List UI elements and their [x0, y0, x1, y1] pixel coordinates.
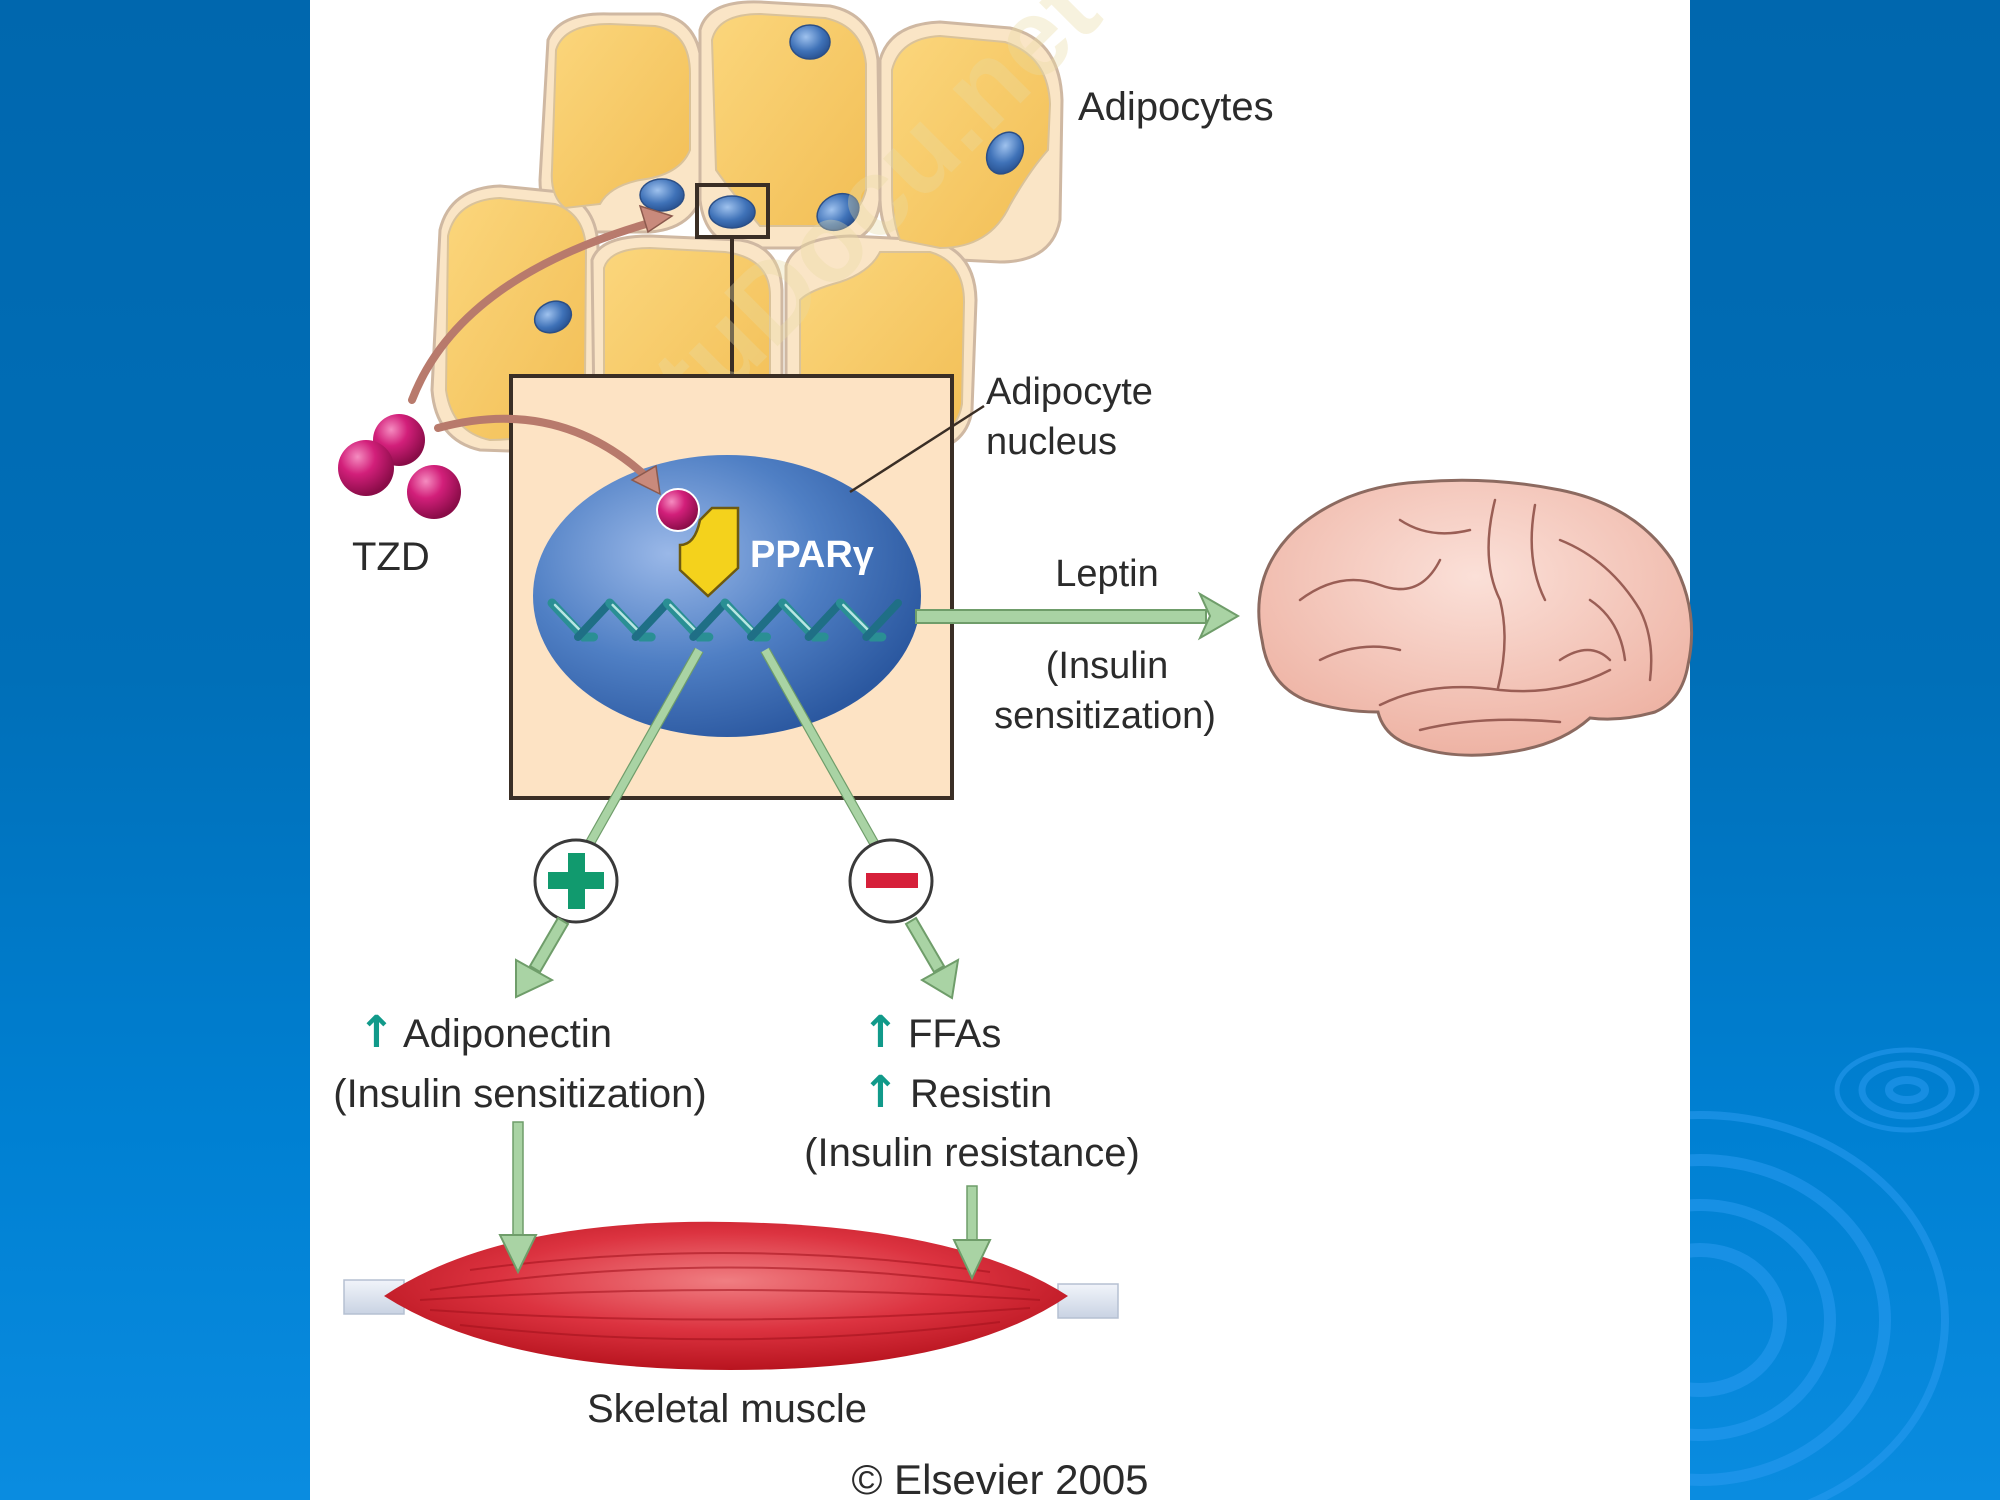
dna-helix-icon: [547, 598, 902, 642]
dna-strand-highlight: [553, 603, 585, 636]
up-arrow-icon: ↑: [862, 1067, 899, 1118]
muscle-arrows: [498, 1121, 992, 1281]
effect-arrows: [515, 916, 960, 1000]
up-arrow-icon: ↑: [358, 1007, 395, 1058]
dna-strand: [804, 599, 845, 641]
positive-effect-icon: [533, 838, 619, 924]
resistin-label: Resistin: [910, 1072, 1052, 1116]
brain-icon: [1257, 478, 1694, 757]
dna-strand: [862, 599, 902, 641]
leptin-arrow: [915, 591, 1240, 641]
leptin-label: Leptin: [1055, 553, 1159, 595]
cell-nucleus: [816, 192, 860, 232]
dna-strand: [746, 599, 787, 641]
dna-strand: [631, 599, 672, 641]
signal-lines: [586, 647, 878, 846]
arrowhead-icon: [638, 204, 674, 234]
arrowhead-icon: [630, 464, 661, 496]
dna-strand-highlight: [669, 603, 701, 636]
negative-effect-icon: [848, 838, 934, 924]
tzd-molecules-icon: [338, 414, 461, 519]
adiponectin-label: Adiponectin: [403, 1012, 612, 1056]
adipocyte-cluster: [430, 0, 1064, 456]
up-arrow-icon: ↑: [862, 1007, 899, 1058]
dna-strand: [573, 599, 614, 641]
adipocyte-nucleus: [533, 455, 921, 737]
dna-strand-highlight: [784, 603, 816, 636]
leptin-effect-line2: sensitization): [994, 695, 1216, 737]
nucleus-leader-line: [849, 404, 985, 494]
tzd-label: TZD: [352, 535, 430, 579]
adiponectin-effect-label: (Insulin sensitization): [333, 1072, 707, 1116]
cell-nucleus: [533, 300, 573, 334]
cell-nucleus: [708, 195, 756, 229]
leptin-effect-line1: (Insulin: [1046, 645, 1169, 687]
adipocytes-label: Adipocytes: [1078, 85, 1274, 129]
cell-nucleus: [985, 131, 1025, 175]
ppar-gamma-label: PPARγ: [750, 534, 874, 576]
ffas-label: FFAs: [908, 1012, 1001, 1056]
cell-nucleus: [789, 24, 831, 60]
skeletal-muscle-label: Skeletal muscle: [587, 1387, 867, 1431]
copyright-label: © Elsevier 2005: [851, 1456, 1148, 1500]
tzd-bound-sphere: [656, 488, 700, 532]
tzd-arrow: [408, 216, 664, 484]
dna-strand-highlight: [611, 603, 643, 636]
ppar-receptor-icon: [678, 506, 740, 598]
dna-strand-highlight: [842, 603, 874, 636]
resistance-effect-label: (Insulin resistance): [804, 1131, 1140, 1175]
skeletal-muscle-icon: [343, 1221, 1119, 1370]
dna-strand: [689, 599, 729, 641]
dna-strand-highlight: [726, 603, 758, 636]
nucleus-label-line2: nucleus: [986, 421, 1117, 463]
nucleus-label-line1: Adipocyte: [986, 371, 1153, 413]
cell-nucleus: [639, 178, 685, 212]
